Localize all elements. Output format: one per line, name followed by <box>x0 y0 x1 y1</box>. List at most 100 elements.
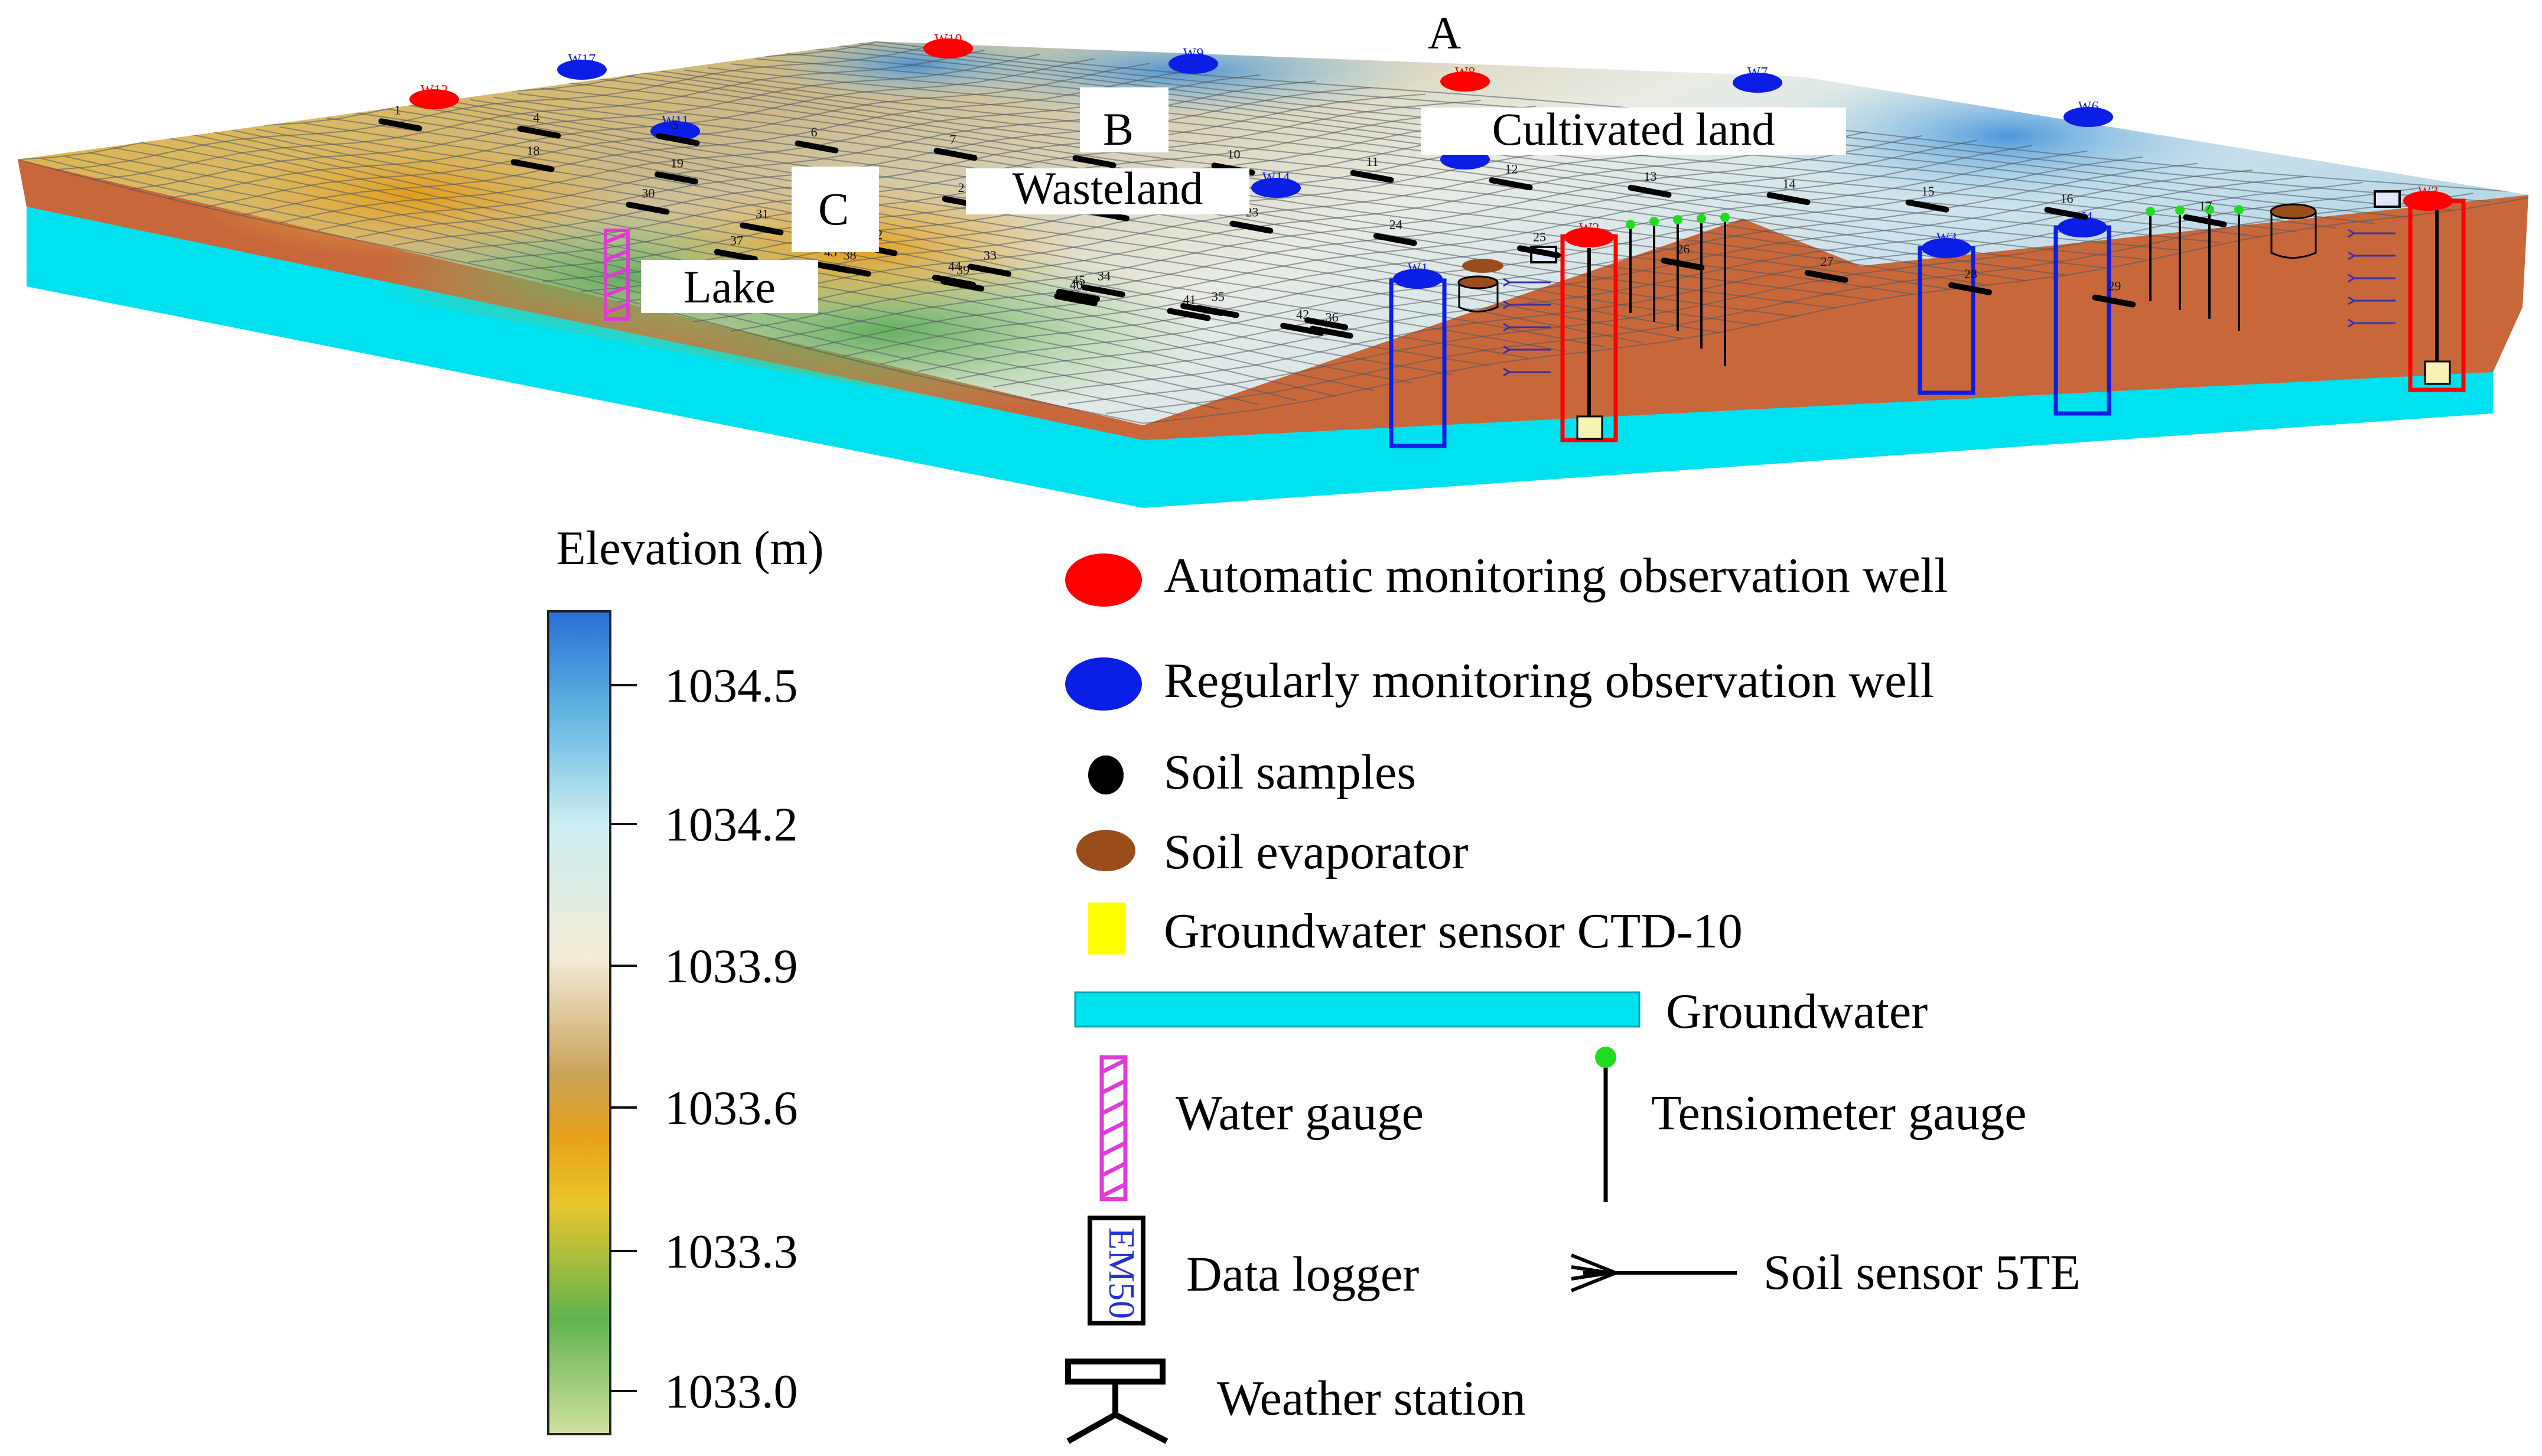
soil-sample-dash <box>1072 155 1117 168</box>
soil-sample-number: 37 <box>730 233 743 248</box>
legend-water-gauge: Water gauge <box>1176 1086 1424 1141</box>
tensiometer <box>1720 213 1730 366</box>
soil-sample-number: 36 <box>1326 310 1339 325</box>
colorbar-tick-label: 1034.2 <box>665 797 798 851</box>
soil-sample-number: 31 <box>756 207 769 222</box>
soil-sample-dash <box>626 201 670 215</box>
soil-sample-dash <box>2183 214 2227 227</box>
groundwater-layer <box>27 204 2493 508</box>
soil-sensor <box>2348 251 2395 260</box>
legend-soil-samples: Soil samples <box>1164 745 1416 800</box>
legend-data-logger: Data logger <box>1186 1247 1419 1302</box>
terrain-block <box>18 41 2528 508</box>
tensiometer <box>1673 215 1682 331</box>
soil-sample-dash <box>1628 184 1672 198</box>
zone-label-b: B <box>1103 103 1134 155</box>
soil-sample-dash <box>1489 177 1533 191</box>
legend-weather-station: Weather station <box>1217 1371 1526 1426</box>
tensiometer <box>2234 205 2244 331</box>
weather-station-legend-icon <box>1065 1359 1169 1444</box>
soil-sample-dash <box>1661 258 1705 271</box>
automatic-well-legend-icon <box>1065 553 1142 607</box>
soil-sample-dash <box>1056 289 1100 302</box>
soil-sample-number: 41 <box>1183 292 1196 307</box>
tensiometer-gauges <box>1626 205 2244 366</box>
soil-sample-number: 14 <box>1783 176 1796 191</box>
regular-well-marker: W17 <box>557 52 607 80</box>
soil-sensor <box>1503 367 1551 377</box>
well-id-label: W6 <box>2078 99 2099 115</box>
legend-soil-evaporator: Soil evaporator <box>1164 825 1469 880</box>
area-label-wasteland: Wasteland <box>1013 162 1203 214</box>
soil-sample-number: 15 <box>1922 184 1935 198</box>
soil-sample-number: 25 <box>1533 229 1546 244</box>
well-id-label: W10 <box>935 32 962 47</box>
well-id-label: W7 <box>1747 65 1768 80</box>
soil-sample-dash <box>655 171 698 185</box>
soil-sample-dash <box>1167 308 1211 321</box>
soil-sensor <box>1503 323 1551 332</box>
soil-sample-dash <box>1304 317 1348 330</box>
automatic-well-marker: W8 <box>1440 65 1490 92</box>
tensiometer <box>2175 206 2185 310</box>
legend: Automatic monitoring observation well Re… <box>1065 548 2081 1444</box>
well-id-label: W3 <box>2418 184 2439 200</box>
soil-sensor <box>2348 318 2395 328</box>
soil-sample-number: 27 <box>1821 254 1834 269</box>
soil-sample-number: 11 <box>1366 154 1379 169</box>
well-id-label: W17 <box>568 52 596 67</box>
soil-sensor-legend-icon <box>1570 1253 1737 1292</box>
well-id-label: W11 <box>662 113 689 129</box>
automatic-well-marker: W2 <box>1564 221 1614 247</box>
soil-sample-dash <box>378 118 422 132</box>
soil-sample-dash <box>932 275 976 288</box>
soil-sample-number: 44 <box>948 259 961 273</box>
soil-sample-number: 28 <box>1964 266 1977 281</box>
colorbar-gradient <box>547 610 611 1435</box>
colorbar-tick-label: 1033.9 <box>665 939 798 993</box>
tensiometer <box>2146 207 2155 301</box>
soil-sample-number: 1 <box>395 102 401 117</box>
soil-sample-dash <box>1905 199 1949 213</box>
field-water-gauge <box>604 229 630 321</box>
tensiometer <box>1697 214 1706 348</box>
soil-sample-dash <box>510 159 555 172</box>
soil-sample-number: 10 <box>1228 146 1241 161</box>
soil-sample-number: 40 <box>1070 278 1083 292</box>
soil-sample-number: 33 <box>984 248 997 263</box>
soil-sensor <box>2348 229 2395 238</box>
soil-sample-dash <box>1766 192 1811 206</box>
regular-well-marker: W3 <box>1922 230 1971 258</box>
soil-sample-number: 34 <box>1098 269 1111 284</box>
water-gauge-legend-icon <box>1099 1055 1128 1201</box>
soil-sample-dash <box>1373 233 1417 246</box>
well-id-label: W14 <box>1262 170 1290 185</box>
ctd10-legend-icon <box>1088 903 1125 955</box>
evaporator-legend-icon <box>1076 830 1135 871</box>
soil-sample-dash <box>1180 303 1224 316</box>
zone-label-a: A <box>1428 7 1461 58</box>
soil-sample-number: 29 <box>2108 279 2121 294</box>
well-id-label: W9 <box>1183 46 1204 61</box>
area-label-cultivated: Cultivated land <box>1492 103 1775 155</box>
soil-samples-field: 1456791011121314151617181920212223242526… <box>378 102 2227 339</box>
legend-groundwater: Groundwater <box>1666 984 1928 1039</box>
groundwater-sensors <box>1576 210 2451 440</box>
well-id-label: W2 <box>1579 221 1600 236</box>
soil-sample-number: 12 <box>1505 161 1518 176</box>
legend-tensiometer: Tensiometer gauge <box>1651 1086 2027 1141</box>
soil-sample-dash <box>517 125 561 139</box>
well-id-label: W8 <box>1455 65 1476 80</box>
automatic-well-marker: W10 <box>923 32 973 58</box>
soil-sample-number: 45 <box>1072 273 1085 288</box>
soil-sample-dash <box>2092 294 2136 308</box>
regular-well-marker: W14 <box>1251 170 1301 198</box>
soil-front-right <box>1143 195 2528 440</box>
tensiometer-legend-icon <box>1595 1047 1616 1202</box>
soil-sample-dash <box>1948 282 1992 295</box>
soil-sample-number: 35 <box>1212 289 1225 304</box>
regular-well-legend-icon <box>1065 657 1142 711</box>
soil-sample-dash <box>1081 284 1125 298</box>
soil-sample-dash <box>1517 245 1561 259</box>
